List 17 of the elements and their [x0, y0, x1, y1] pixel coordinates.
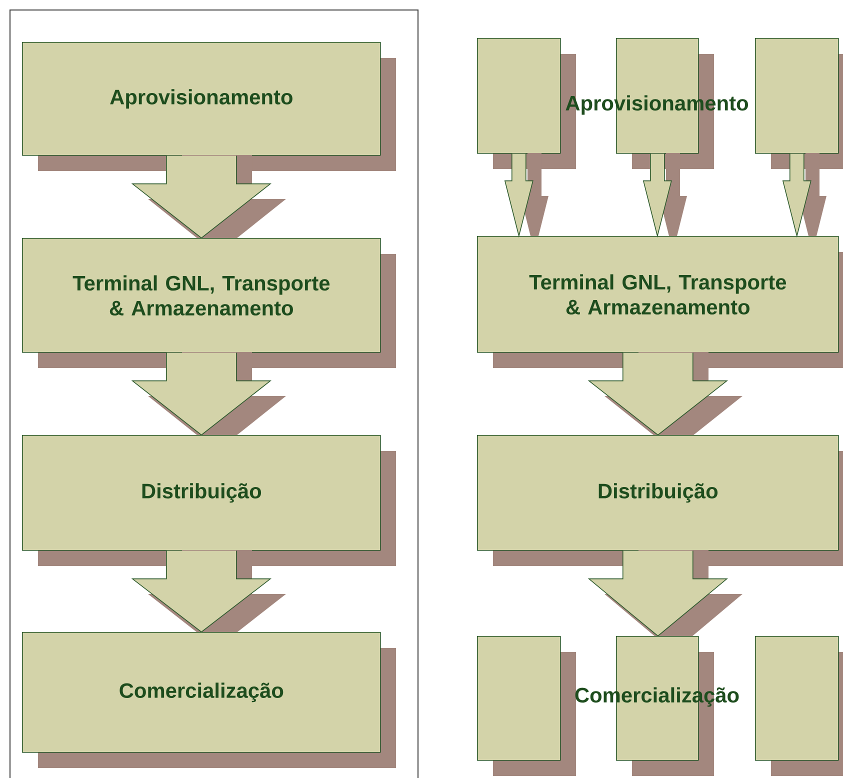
- block-arrow: [131, 550, 286, 632]
- process-box: Terminal GNL, Transporte & Armazenamento: [22, 238, 396, 368]
- empty-box: [755, 636, 843, 776]
- block-arrow: [504, 153, 548, 238]
- process-box: Distribuição: [22, 435, 396, 566]
- block-arrow: [588, 550, 742, 637]
- block-arrow: [131, 155, 286, 238]
- block-arrow: [131, 352, 286, 436]
- block-arrow: [642, 153, 687, 238]
- empty-box: [477, 636, 576, 776]
- block-arrow: [588, 352, 742, 436]
- empty-box: [755, 38, 843, 169]
- process-box: Comercialização: [22, 632, 396, 768]
- process-box: Aprovisionamento: [22, 42, 396, 171]
- process-box: Terminal GNL, Transporte & Armazenamento: [477, 236, 843, 368]
- process-box: Distribuição: [477, 435, 843, 566]
- block-arrow: [782, 153, 826, 238]
